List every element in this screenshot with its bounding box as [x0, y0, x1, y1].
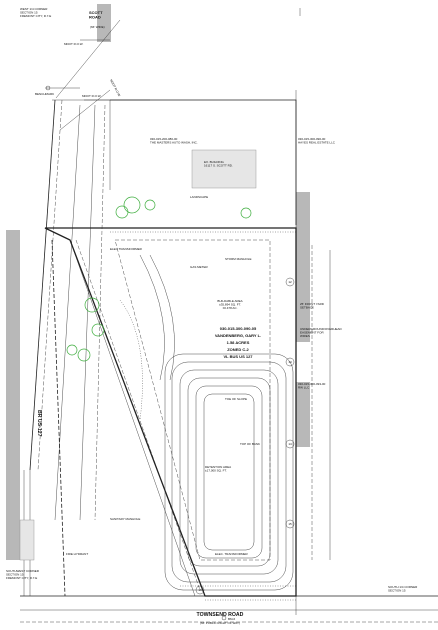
elec-transformer-label: ELEC TRANSFORMER — [110, 247, 143, 251]
br-us-127-roadway — [6, 230, 20, 560]
buildable-area-label: BUILDABLE AREA±35,894 SQ. FT.±0.478 AC. — [217, 299, 242, 310]
storm-manhole-label: STORM MANHOLE — [225, 257, 251, 261]
buildable-area — [114, 239, 271, 561]
gas-meter-label: GAS METER — [190, 265, 209, 269]
mdot-row-label: MDOT R.O.W. — [109, 79, 122, 98]
tree-icon — [84, 297, 100, 313]
townsend-road-label: TOWNSEND ROAD — [197, 612, 244, 618]
sanitary-manhole-label: SANITARY MANHOLE — [110, 517, 140, 521]
benchmark-label: BENCHMARK — [35, 92, 54, 96]
marker-label: 13 — [288, 360, 292, 364]
neighbor-pavement-right — [296, 192, 310, 342]
marker-label: 16 — [198, 588, 202, 592]
neighbor-pavement-right-lower — [296, 382, 310, 447]
scott-road-sub-label: (66' WIDE) — [90, 25, 105, 29]
townsend-road-sub-label: (66' PUBLIC RIGHT OF WAY) — [200, 621, 240, 625]
mdot-row-label: MDOT R.O.W. — [82, 94, 101, 98]
landscape-label: LANDSCAPE — [190, 195, 208, 199]
scott-road-shading — [97, 4, 111, 42]
marker-label: 15 — [288, 522, 292, 526]
parking-curb — [19, 519, 35, 561]
tree-icon — [240, 207, 252, 219]
marker-label: 14 — [288, 442, 292, 446]
tree-group — [66, 196, 252, 362]
tree-icon — [91, 323, 105, 337]
mdot-row-label: MDOT R.O.W. — [64, 42, 83, 46]
top-of-bank-label: TOP OF BANK — [240, 442, 260, 446]
callout-markers: 12 13 14 15 16 — [195, 277, 295, 595]
benchmark-symbol — [45, 85, 51, 91]
tree-icon — [66, 344, 78, 356]
tree-icon — [115, 205, 129, 219]
marker-label: 12 — [288, 280, 292, 284]
benchmark-symbol — [221, 615, 227, 621]
acreage: 1.58 ACRES — [227, 340, 250, 345]
br-us-127-label: BR US-127 — [36, 410, 42, 437]
tree-icon — [77, 348, 91, 362]
owner-name: VANDENBERG, GARY L. — [215, 333, 261, 338]
toe-of-slope-label: TOE OF SLOPE — [225, 397, 247, 401]
site-boundary — [44, 227, 297, 597]
detention-pond — [164, 353, 294, 591]
existing-building — [191, 149, 257, 189]
tree-icon — [144, 199, 156, 211]
elec-transformer-label: ELEC. TRANSFORMER — [215, 552, 248, 556]
site-address: VL BUS US 127 — [223, 354, 253, 359]
fire-hydrant-label: FIRE HYDRANT — [66, 552, 88, 556]
zoning: ZONED C-2 — [227, 347, 249, 352]
benchmark-bottom-label: BM-6 — [228, 617, 235, 621]
parcel-id: 030-015-300-090-05 — [220, 326, 257, 331]
tree-icon — [123, 196, 141, 214]
detention-label: DETENTION AREA±17,000 SQ. FT. — [205, 465, 231, 472]
